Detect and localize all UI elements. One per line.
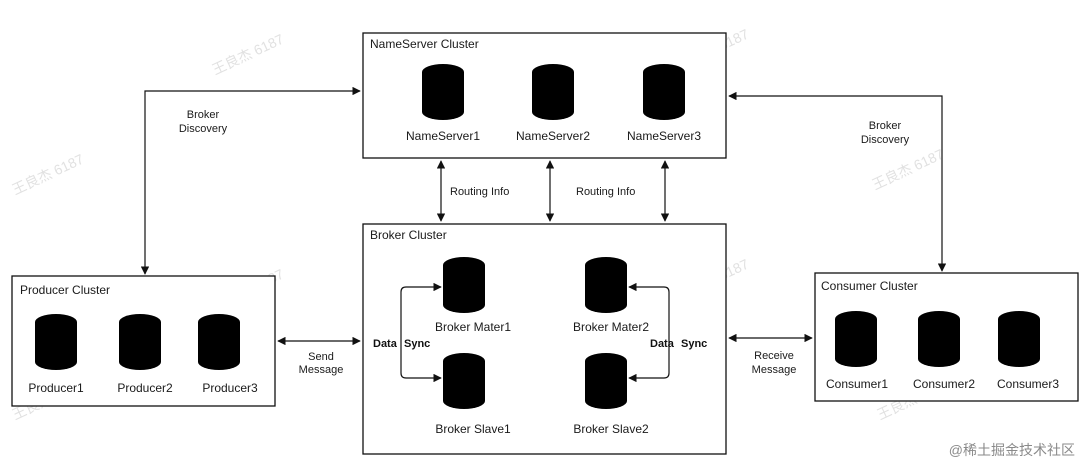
- consumer-cluster-title: Consumer Cluster: [821, 279, 918, 293]
- nameserver1-label: NameServer1: [406, 129, 480, 143]
- watermark-text: 王良杰 6187: [210, 31, 287, 78]
- producer3-label: Producer3: [202, 381, 258, 395]
- data-sync-right-arrow: [628, 282, 670, 383]
- nameserver-cluster: NameServer Cluster NameServer1 NameServe…: [362, 32, 727, 159]
- consumer2-label: Consumer2: [913, 377, 975, 391]
- receive-message-label-2: Message: [752, 364, 797, 376]
- data-sync-right-label-1: Data: [650, 338, 675, 350]
- broker-discovery-left-label-2: Discovery: [179, 123, 228, 135]
- data-sync-left-arrow: [400, 282, 442, 383]
- nameserver3-label: NameServer3: [627, 129, 701, 143]
- broker-cluster: Broker Cluster Broker Mater1 Broker Mate…: [362, 223, 727, 455]
- data-sync-right-label-2: Sync: [681, 338, 707, 350]
- data-sync-left-label-2: Sync: [404, 338, 430, 350]
- nameserver3-cylinder-icon: [643, 64, 685, 120]
- consumer1-cylinder-icon: [835, 311, 877, 367]
- broker-cluster-title: Broker Cluster: [370, 228, 447, 242]
- broker-slave1-cylinder-icon: [443, 353, 485, 409]
- broker-slave2-cylinder-icon: [585, 353, 627, 409]
- routing-info-label-2: Routing Info: [576, 186, 635, 198]
- broker-master1-label: Broker Mater1: [435, 320, 511, 334]
- broker-discovery-right-label-2: Discovery: [861, 134, 910, 146]
- nameserver2-label: NameServer2: [516, 129, 590, 143]
- broker-discovery-right-label-1: Broker: [869, 120, 902, 132]
- broker-master2-cylinder-icon: [585, 257, 627, 313]
- producer-cluster-title: Producer Cluster: [20, 283, 110, 297]
- broker-discovery-left-arrow: [140, 86, 361, 275]
- nameserver2-cylinder-icon: [532, 64, 574, 120]
- producer2-cylinder-icon: [119, 314, 161, 370]
- consumer-cluster: Consumer Cluster Consumer1 Consumer2 Con…: [814, 272, 1079, 402]
- nameserver1-cylinder-icon: [422, 64, 464, 120]
- routing-info-label-1: Routing Info: [450, 186, 509, 198]
- consumer1-label: Consumer1: [826, 377, 888, 391]
- broker-slave1-label: Broker Slave1: [435, 422, 511, 436]
- broker-slave2-label: Broker Slave2: [573, 422, 649, 436]
- watermark-text: 王良杰 6187: [870, 146, 947, 193]
- consumer3-label: Consumer3: [997, 377, 1059, 391]
- receive-message-label-1: Receive: [754, 350, 794, 362]
- broker-cluster-box: [362, 223, 727, 455]
- data-sync-left-label-1: Data: [373, 338, 398, 350]
- broker-discovery-right-arrow: [728, 91, 947, 272]
- broker-discovery-left-label-1: Broker: [187, 109, 220, 121]
- consumer3-cylinder-icon: [998, 311, 1040, 367]
- consumer2-cylinder-icon: [918, 311, 960, 367]
- send-message-label-1: Send: [308, 351, 334, 363]
- producer3-cylinder-icon: [198, 314, 240, 370]
- producer1-cylinder-icon: [35, 314, 77, 370]
- broker-master1-cylinder-icon: [443, 257, 485, 313]
- producer-cluster: Producer Cluster Producer1 Producer2 Pro…: [11, 275, 276, 407]
- send-message-label-2: Message: [299, 364, 344, 376]
- producer1-label: Producer1: [28, 381, 84, 395]
- footer-credit: @稀土掘金技术社区: [949, 442, 1075, 458]
- watermark-text: 王良杰 6187: [10, 151, 87, 198]
- nameserver-cluster-title: NameServer Cluster: [370, 37, 479, 51]
- producer2-label: Producer2: [117, 381, 173, 395]
- broker-master2-label: Broker Mater2: [573, 320, 649, 334]
